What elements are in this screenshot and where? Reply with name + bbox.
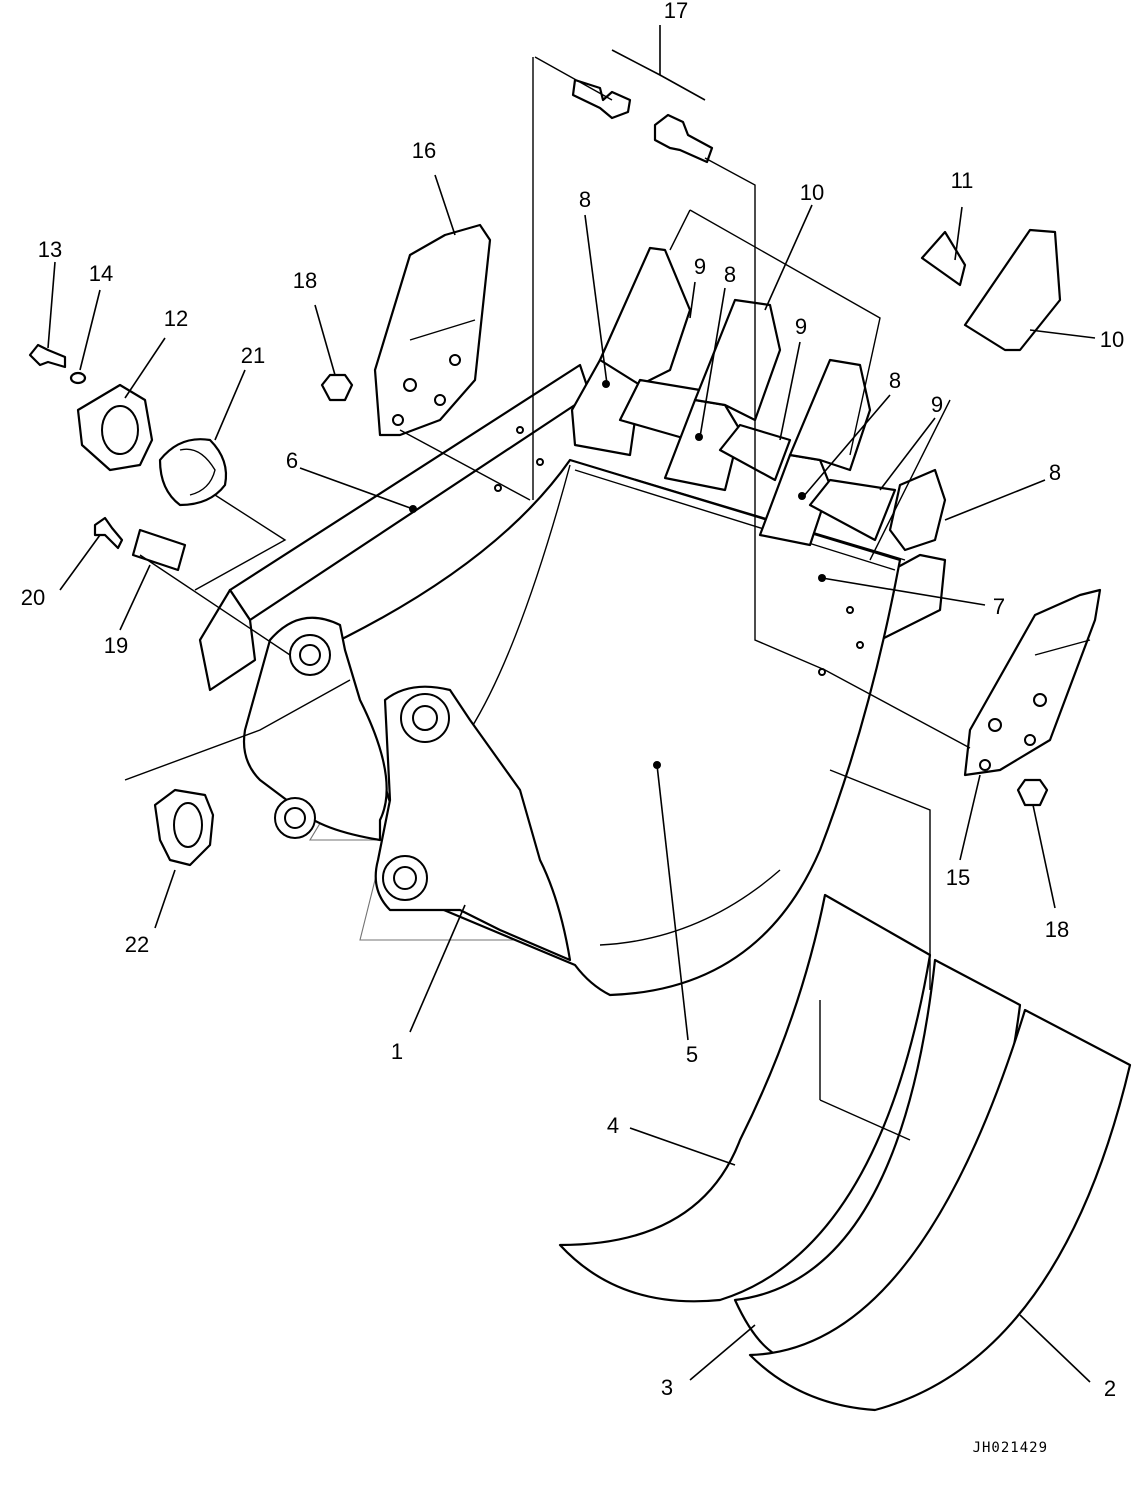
- part-13-bolt: [28, 343, 67, 369]
- callout-labels: 17 16 8 10 11 13 14 9 8 18 12 9 10 21 8 …: [21, 0, 1124, 1456]
- callout-9a: 9: [694, 254, 706, 279]
- callout-11: 11: [951, 168, 974, 193]
- callout-6: 6: [286, 448, 298, 473]
- callout-9b: 9: [795, 314, 807, 339]
- callout-1: 1: [391, 1039, 403, 1064]
- part-10-tooth-far: [963, 228, 1062, 352]
- tooth-10-mid: [693, 298, 782, 422]
- callout-2: 2: [1104, 1376, 1116, 1401]
- callout-9c: 9: [931, 392, 943, 417]
- callout-16: 16: [412, 138, 436, 163]
- bucket-body: [198, 363, 947, 997]
- drawing-code: JH021429: [973, 1440, 1048, 1456]
- callout-12: 12: [164, 306, 188, 331]
- tooth-10-left: [598, 246, 692, 387]
- callout-17: 17: [664, 0, 688, 23]
- part-18-nut-left: [320, 373, 354, 402]
- callout-22: 22: [125, 932, 149, 957]
- part-1-left-boss-plate: [242, 616, 388, 842]
- callout-18a: 18: [293, 268, 317, 293]
- part-17-bolt-a: [571, 78, 632, 120]
- callout-7: 7: [993, 594, 1005, 619]
- callout-4: 4: [607, 1113, 619, 1138]
- adapter-8-far-right: [888, 468, 947, 552]
- callout-5: 5: [686, 1042, 698, 1067]
- callout-13: 13: [38, 237, 62, 262]
- part-4-liner: [558, 893, 932, 1303]
- part-17-bolt-b: [653, 113, 714, 164]
- callout-10a: 10: [800, 180, 824, 205]
- callout-8d: 8: [1049, 460, 1061, 485]
- callout-3: 3: [661, 1375, 673, 1400]
- callout-20: 20: [21, 585, 45, 610]
- callout-10b: 10: [1100, 327, 1124, 352]
- callout-8b: 8: [724, 262, 736, 287]
- part-15-side-cutter: [963, 588, 1102, 777]
- tooth-10-right: [788, 358, 872, 472]
- callout-8a: 8: [579, 187, 591, 212]
- part-1-right-boss-plate: [374, 685, 572, 962]
- part-16-side-cutter: [373, 223, 492, 437]
- part-19-plate: [131, 528, 187, 572]
- part-18-nut-right: [1016, 778, 1049, 807]
- callout-14: 14: [89, 261, 113, 286]
- part-14-washer: [69, 371, 87, 385]
- part-2-liner: [748, 1008, 1132, 1412]
- part-11-pin: [920, 230, 967, 287]
- left-side-wall: [198, 588, 257, 692]
- part-21-shim: [158, 438, 228, 507]
- callout-18b: 18: [1045, 917, 1069, 942]
- callout-21: 21: [241, 343, 265, 368]
- callout-15: 15: [946, 865, 970, 890]
- wear-block-9-c: [808, 478, 897, 542]
- callout-19: 19: [104, 633, 128, 658]
- assembly-lines: [124, 56, 971, 1141]
- part-20-bolt: [93, 516, 124, 550]
- callout-8c: 8: [889, 368, 901, 393]
- leader-lines: [47, 25, 1096, 1383]
